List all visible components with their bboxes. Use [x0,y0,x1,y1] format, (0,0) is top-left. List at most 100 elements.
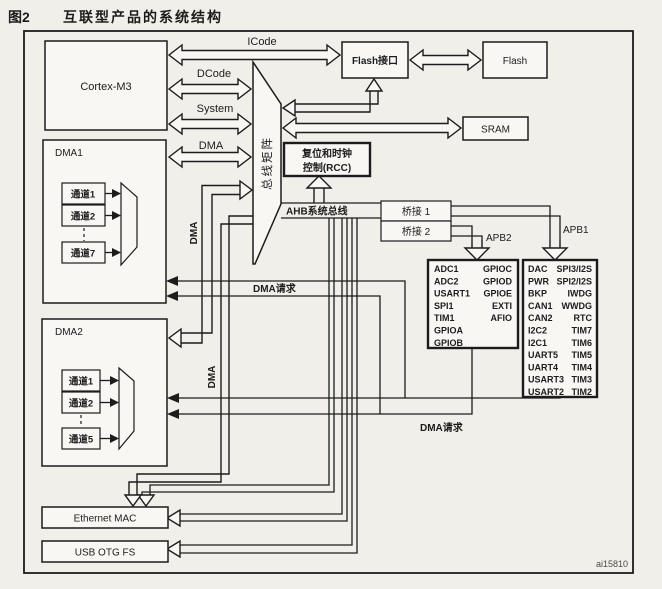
rcc-label-line1: 复位和时钟 [301,147,352,160]
dma2-req2-line [179,348,473,415]
apb1-down-head [541,247,569,261]
dma1-req2-head [166,291,178,301]
dcode-label: DCode [197,68,231,80]
sram-block [462,116,529,141]
apb1-row2-right: IWDG [568,289,593,299]
bridge1-apb1-line2 [451,215,561,240]
dma1-channel7-label: 通道7 [71,248,95,260]
apb2-peripheral-list: ADC1 GPIOC ADC2 GPIOD USART1 GPIOE SPI1 … [434,264,512,348]
dma2-block [41,318,168,467]
dma1-channel2-label: 通道2 [71,211,95,223]
bus-matrix-shape [252,59,282,265]
matrix-eth-path-inner [128,223,255,495]
matrix-dma2-right-head [239,179,254,201]
ahb-usb-side-outer [180,218,353,546]
dma1-mux-shape [120,181,138,267]
apb2-row4-right: AFIO [491,313,513,323]
dma2-ch1-arrow-head [110,376,119,385]
ahb-eth-drop-outer [149,218,330,495]
flash-label: Flash [503,56,527,67]
dma2-channel1-label: 通道1 [69,376,94,388]
apb1-row5-left: I2C2 [528,326,547,336]
dma2-channel2-label: 通道2 [69,398,93,410]
ahb-bus-label: AHB系统总线 [286,205,348,218]
rcc-up-head [305,175,333,189]
diagram-border [23,30,634,574]
apb2-row0-right: GPIOC [483,264,513,274]
rcc-block [282,141,372,178]
flash-interface-block [341,41,409,79]
dma2-req2-head [167,409,179,419]
flash-interface-label: Flash接口 [352,54,398,67]
matrix-sram-arrow [281,116,463,140]
matrix-dma2-path-outer [181,184,240,344]
figure-number: 图2 [8,9,30,25]
bridge2-block [380,220,452,242]
bridge1-label: 桥接 1 [402,205,431,218]
dma2-ch2-arrow-head [110,398,119,407]
apb1-row9-left: USART3 [528,375,564,385]
apb2-row1-left: ADC2 [434,276,459,286]
apb1-row4-left: CAN2 [528,313,553,323]
apb1-row3-left: CAN1 [528,301,553,311]
apb1-row7-left: UART5 [528,350,558,360]
apb2-row1-right: GPIOD [483,276,513,286]
dma2-ch5-arrow-head [110,434,119,443]
apb1-row1-right: SPI2/I2S [556,276,592,286]
system-bus-arrow [167,112,253,136]
matrix-flashif-path-inner [295,91,371,113]
apb2-row2-left: USART1 [434,289,470,299]
dma2-channel5-label: 通道5 [69,434,94,446]
bridge2-label: 桥接 2 [402,225,431,238]
ahb-eth-side-outer [180,218,343,515]
apb2-row0-left: ADC1 [434,264,459,274]
flashif-flash-arrow [408,48,483,72]
dma2-mux-shape [118,366,135,451]
apb2-row3-right: EXTI [492,301,512,311]
flash-block [482,41,548,79]
dma1-bus-arrow [167,145,253,169]
eth-down-arrow1-head [123,494,143,508]
eth-down-arrow2-head [136,494,156,508]
matrix-flashif-up-head [364,77,384,92]
apb2-down-head [463,247,491,261]
usb-otg-label: USB OTG FS [75,548,136,559]
apb1-row3-right: WWDG [562,301,593,311]
apb2-row4-left: TIM1 [434,313,455,323]
eth-left-arrow-head [165,508,181,528]
icode-label: ICode [247,36,276,48]
dcode-bus-arrow [167,77,253,101]
bridge1-apb1-line1 [451,205,551,240]
ahb-eth-drop-inner [141,218,335,495]
dma2-req1-line [179,397,561,399]
dma1-ch7-arrow-head [112,248,121,257]
apb2-label: APB2 [486,233,512,244]
apb1-row4-right: RTC [574,313,593,323]
matrix-flashif-left-head [281,98,296,118]
dma1-req1-line [178,280,406,398]
dma2-req1-head [167,393,179,403]
usb-otg-block [41,540,169,563]
ethernet-mac-block [41,506,169,529]
dma-bus-label: DMA [199,140,224,152]
sram-label: SRAM [481,125,510,136]
ahb-usb-side-inner [180,218,358,554]
apb1-row0-right: SPI3/I2S [556,264,592,274]
rcc-label-line2: 控制(RCC) [303,161,351,174]
dma-vertical-label-1: DMA [189,222,200,245]
cortex-m3-label: Cortex-M3 [80,81,131,93]
apb1-row6-right: TIM6 [571,338,592,348]
dma-request-label-1: DMA请求 [253,282,297,295]
dma1-req2-line [178,295,381,414]
dma-request-label-2: DMA请求 [420,421,464,434]
apb2-row3-left: SPI1 [434,301,454,311]
apb1-peripheral-list: DAC SPI3/I2S PWR SPI2/I2S BKP IWDG CAN1 … [528,264,592,397]
system-label: System [197,103,234,115]
dma1-req1-head [166,276,178,286]
matrix-flashif-path-outer [295,91,379,105]
apb1-row0-left: DAC [528,264,548,274]
ethernet-mac-label: Ethernet MAC [74,514,137,525]
apb1-row10-right: TIM2 [571,387,592,397]
icode-bus-arrow [167,43,342,67]
apb1-row10-left: USART2 [528,387,564,397]
